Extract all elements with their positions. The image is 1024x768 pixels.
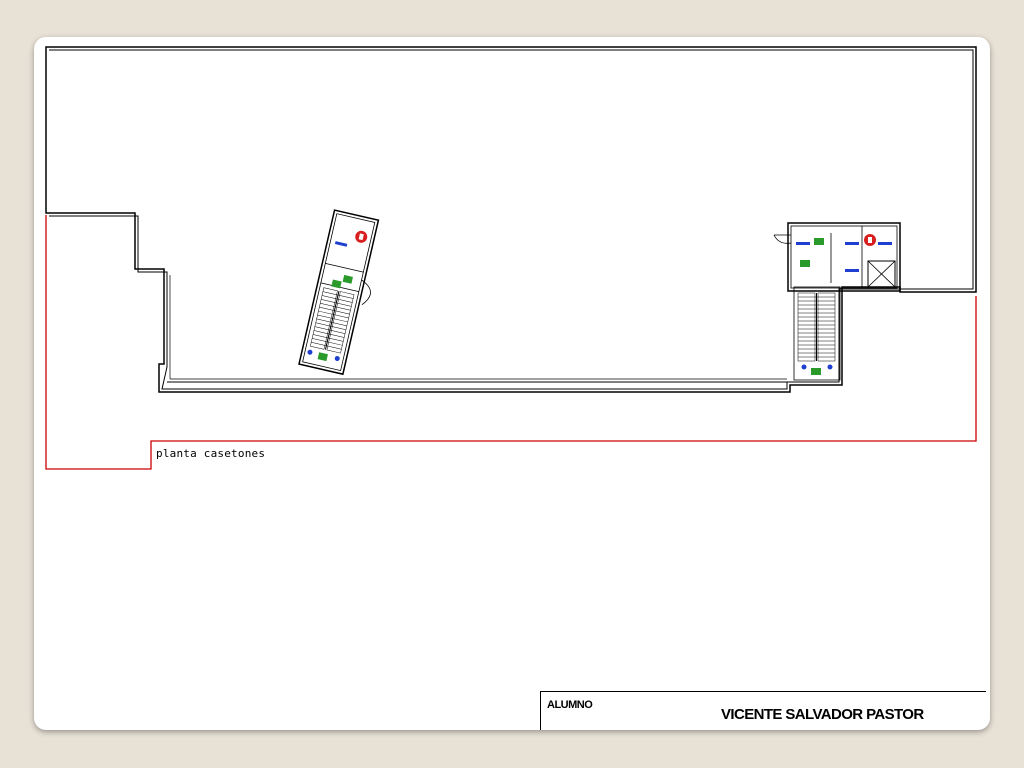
building-outline-outer [45, 46, 977, 393]
emergency-light-icon [878, 242, 892, 245]
roof-floor-plan [45, 46, 977, 470]
exit-sign-icon [317, 352, 328, 362]
emergency-light-icon [334, 241, 348, 247]
exit-sign-icon [814, 238, 824, 245]
exit-sign-icon [811, 368, 821, 375]
student-name: VICENTE SALVADOR PASTOR [721, 706, 924, 723]
extinguisher-icon [864, 234, 876, 246]
emergency-light-icon [307, 349, 313, 355]
elevator-icon [867, 260, 896, 288]
exit-sign-icon [800, 260, 810, 267]
emergency-light-icon [334, 356, 340, 362]
emergency-light-icon [801, 364, 807, 370]
plan-caption: planta casetones [156, 447, 266, 460]
left-stair-core [298, 209, 380, 376]
exit-sign-icon [342, 274, 353, 284]
emergency-light-icon [845, 242, 859, 245]
right-stair-core [773, 222, 901, 381]
exit-sign-icon [331, 279, 342, 289]
emergency-light-icon [796, 242, 810, 245]
left-stair-treads [310, 287, 355, 354]
slide-canvas: planta casetones ALUMNO VICENTE SALVADOR… [34, 37, 990, 730]
extinguisher-icon [355, 230, 368, 243]
emergency-light-icon [827, 364, 833, 370]
title-block: ALUMNO VICENTE SALVADOR PASTOR [540, 691, 986, 730]
emergency-light-icon [845, 269, 859, 272]
title-block-label: ALUMNO [547, 699, 593, 711]
building-outline-inner [49, 49, 974, 390]
site-boundary-line [45, 215, 977, 470]
right-stair-treads [797, 292, 836, 362]
